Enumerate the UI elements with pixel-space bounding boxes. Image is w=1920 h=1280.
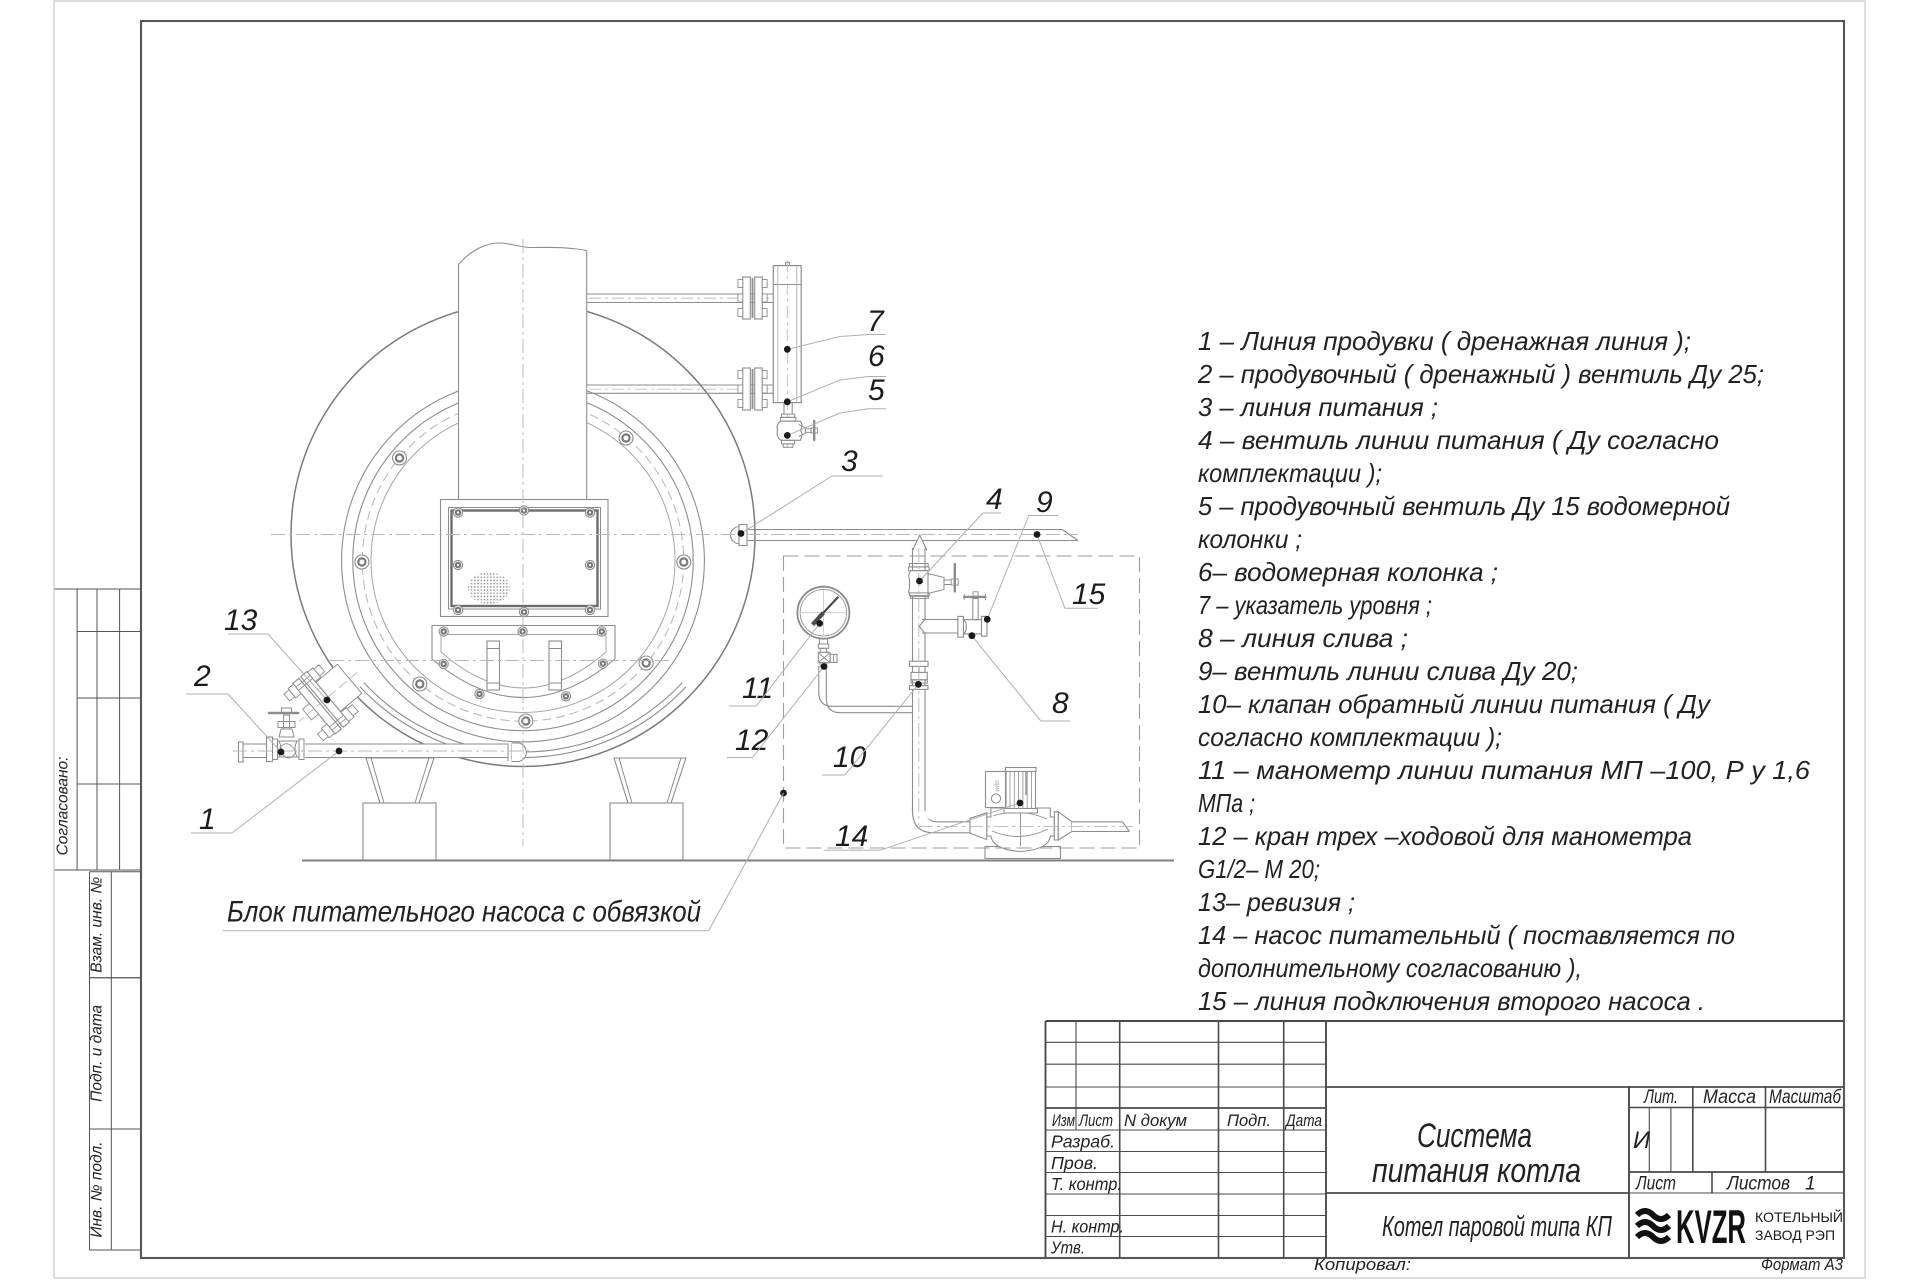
- svg-text:14 – насос питательный ( пос: 14 – насос питательный ( поставляется по: [1198, 920, 1735, 950]
- svg-text:Масштаб: Масштаб: [1769, 1087, 1842, 1108]
- svg-text:Котел паровой типа КП: Котел паровой типа КП: [1382, 1211, 1613, 1243]
- svg-text:wilo: wilo: [994, 780, 1001, 792]
- svg-text:6– водомерная колонка ;: 6– водомерная колонка ;: [1198, 557, 1498, 587]
- svg-text:Изм: Изм: [1052, 1112, 1075, 1130]
- svg-text:Блок питательного насоса с: Блок питательного насоса с обвязкой: [227, 896, 701, 929]
- svg-text:7 – указатель уровня ;: 7 – указатель уровня ;: [1198, 590, 1432, 620]
- svg-text:2 – продувочный ( дренажный: 2 – продувочный ( дренажный ) вентиль Ду…: [1197, 359, 1764, 389]
- svg-text:Т. контр.: Т. контр.: [1051, 1174, 1122, 1194]
- svg-text:Инв. № подл.: Инв. № подл.: [89, 1141, 106, 1237]
- svg-text:дополнительному согласованию ): дополнительному согласованию ),: [1198, 953, 1582, 983]
- svg-text:5: 5: [868, 374, 885, 407]
- svg-text:комплектации );: комплектации );: [1198, 458, 1382, 488]
- svg-text:15 – линия подключения второг: 15 – линия подключения второго насоса .: [1198, 986, 1705, 1016]
- svg-text:Пров.: Пров.: [1051, 1153, 1098, 1173]
- svg-text:Масса: Масса: [1703, 1087, 1756, 1108]
- svg-text:5 – продувочный вентиль Ду 15: 5 – продувочный вентиль Ду 15 водомерной: [1198, 491, 1730, 521]
- svg-text:ЗАВОД РЭП: ЗАВОД РЭП: [1755, 1227, 1835, 1243]
- svg-text:1: 1: [199, 803, 216, 836]
- svg-text:11: 11: [742, 672, 773, 705]
- svg-text:13: 13: [224, 604, 258, 637]
- svg-text:колонки ;: колонки ;: [1198, 524, 1302, 554]
- svg-text:6: 6: [868, 340, 885, 373]
- svg-text:Н. контр.: Н. контр.: [1051, 1217, 1124, 1237]
- svg-text:11 – манометр линии питания: 11 – манометр линии питания МП –100, Р у…: [1198, 755, 1811, 785]
- svg-text:МПа ;: МПа ;: [1198, 788, 1255, 818]
- svg-text:15: 15: [1072, 578, 1106, 611]
- svg-text:14: 14: [835, 820, 868, 853]
- svg-text:Листов: Листов: [1725, 1174, 1790, 1195]
- svg-text:1 – Линия продувки ( дренажн: 1 – Линия продувки ( дренажная линия );: [1198, 326, 1691, 356]
- svg-text:4 – вентиль линии питания (: 4 – вентиль линии питания ( Ду согласно: [1198, 425, 1719, 455]
- svg-text:И: И: [1633, 1127, 1651, 1154]
- svg-text:Дата: Дата: [1284, 1112, 1322, 1130]
- svg-text:Согласовано:: Согласовано:: [55, 757, 72, 856]
- svg-text:Взам. инв. №: Взам. инв. №: [89, 877, 106, 973]
- svg-text:Формат А3: Формат А3: [1761, 1255, 1843, 1274]
- svg-text:Подп. и дата: Подп. и дата: [89, 1004, 106, 1101]
- svg-text:12 – кран трех –ходовой для м: 12 – кран трех –ходовой для манометра: [1198, 821, 1692, 851]
- svg-text:G1/2– М 20;: G1/2– М 20;: [1198, 854, 1320, 884]
- svg-text:Подп.: Подп.: [1227, 1112, 1271, 1130]
- svg-text:13– ревизия ;: 13– ревизия ;: [1198, 887, 1355, 917]
- svg-text:Лит.: Лит.: [1642, 1087, 1678, 1108]
- svg-text:1: 1: [1805, 1174, 1816, 1195]
- svg-text:12: 12: [735, 724, 769, 757]
- svg-text:Лист: Лист: [1634, 1174, 1676, 1195]
- svg-text:Система: Система: [1417, 1117, 1532, 1155]
- svg-text:согласно комплектации );: согласно комплектации );: [1198, 722, 1502, 752]
- svg-text:2: 2: [193, 660, 211, 693]
- svg-text:8: 8: [1052, 687, 1069, 720]
- svg-text:8 – линия слива ;: 8 – линия слива ;: [1198, 623, 1408, 653]
- svg-text:Копировал:: Копировал:: [1314, 1255, 1411, 1274]
- svg-text:Разраб.: Разраб.: [1051, 1132, 1115, 1152]
- svg-text:KVZR: KVZR: [1676, 1200, 1746, 1253]
- svg-text:N докум: N докум: [1124, 1112, 1187, 1130]
- svg-text:КОТЕЛЬНЫЙ: КОТЕЛЬНЫЙ: [1755, 1208, 1843, 1225]
- svg-text:4: 4: [986, 483, 1003, 516]
- svg-text:10– клапан обратный линии пит: 10– клапан обратный линии питания ( Ду: [1198, 689, 1712, 719]
- svg-text:Утв.: Утв.: [1050, 1238, 1085, 1258]
- svg-text:9– вентиль линии слива Ду 20: 9– вентиль линии слива Ду 20;: [1198, 656, 1578, 686]
- svg-text:3 – линия питания ;: 3 – линия питания ;: [1198, 392, 1438, 422]
- svg-text:Лист: Лист: [1078, 1112, 1113, 1130]
- svg-text:9: 9: [1036, 486, 1053, 519]
- svg-text:питания котла: питания котла: [1372, 1152, 1581, 1190]
- svg-text:7: 7: [867, 305, 885, 338]
- svg-text:3: 3: [841, 445, 858, 478]
